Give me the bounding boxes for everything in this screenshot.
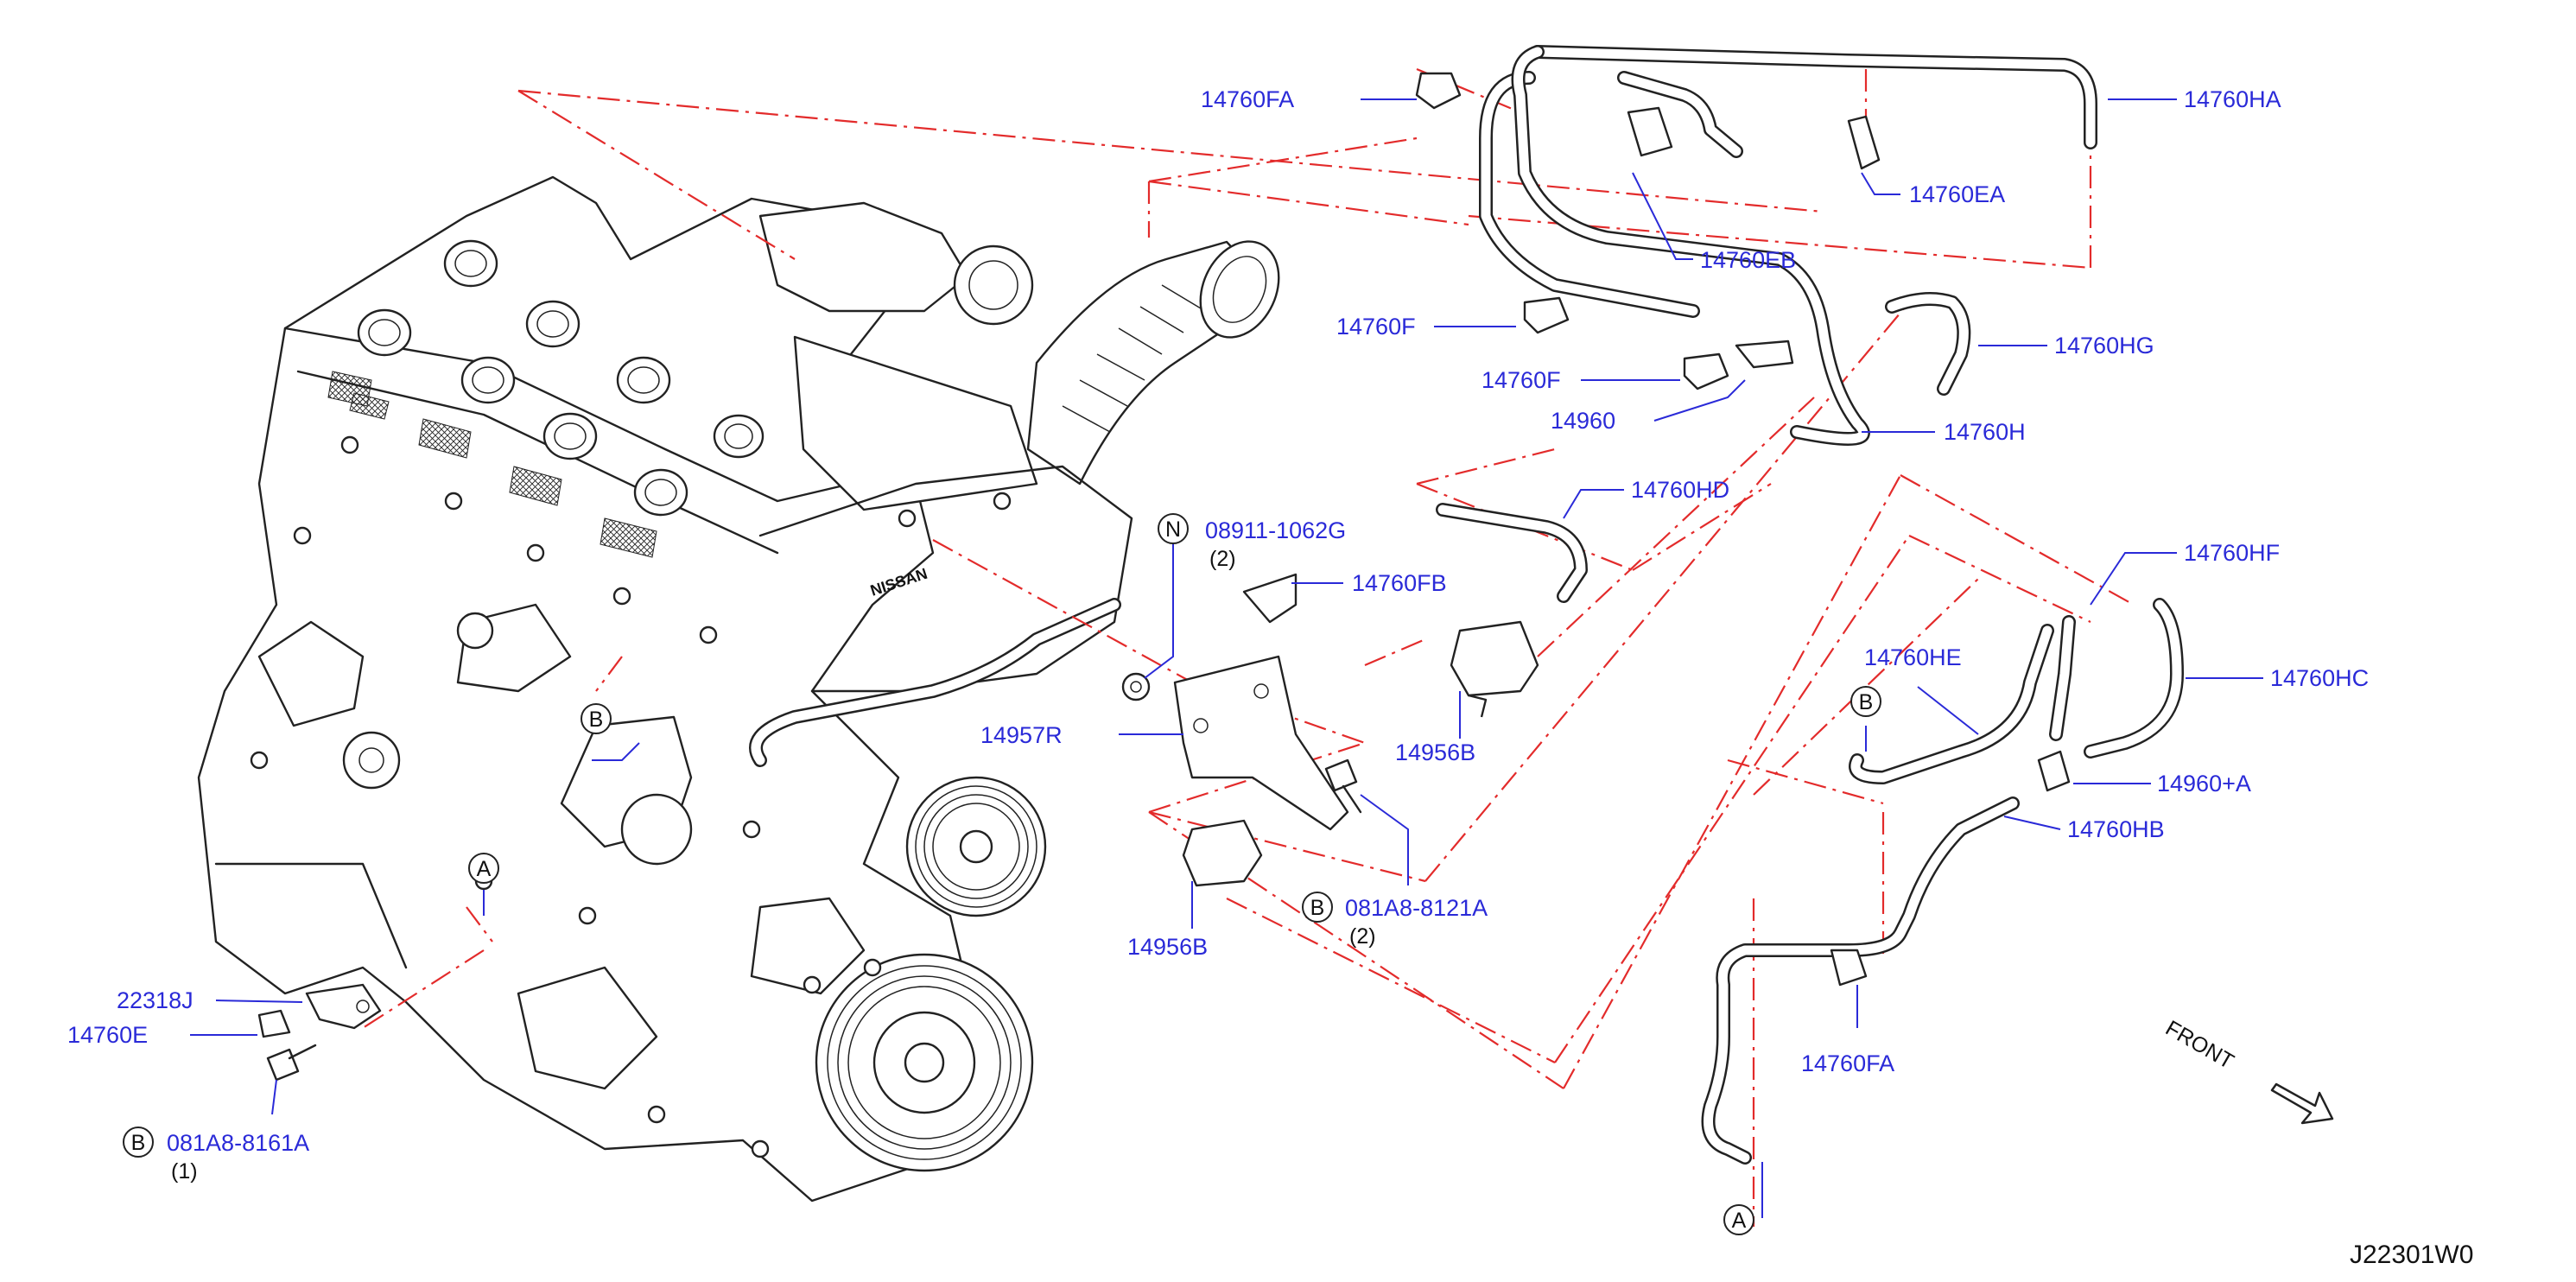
diagram-code: J22301W0 [2350,1241,2473,1269]
label-14760HA: 14760HA [2184,86,2281,112]
engine-assembly-drawing: NISSAN [197,175,1280,1203]
svg-text:B: B [589,708,604,732]
label-14760EB: 14760EB [1700,247,1796,273]
callout-B-hose: B [1850,686,1881,717]
label-14956B-1: 14956B [1395,739,1475,765]
svg-text:B: B [1310,896,1325,920]
crankshaft-pulley [815,953,1034,1172]
label-22318J: 22318J [117,987,194,1013]
label-14760FB: 14760FB [1352,570,1447,596]
label-14960: 14960 [1551,408,1615,434]
callout-A-engine: A [468,853,499,884]
label-14960-plus-A: 14960+A [2157,771,2251,796]
label-14956B-2: 14956B [1127,934,1208,960]
spark-plug-wells [357,239,765,517]
label-14760FA-top: 14760FA [1201,86,1294,112]
svg-text:A: A [1732,1209,1747,1233]
callout-B-engine: B [581,703,612,734]
label-14760HC: 14760HC [2270,665,2369,691]
label-14760FA-bottom: 14760FA [1801,1050,1894,1076]
qty-081A8-8121A: (2) [1349,924,1376,949]
label-14760F-1: 14760F [1336,314,1416,340]
front-arrow-icon [2270,1082,2334,1125]
callout-B-lower: B [123,1127,154,1158]
label-081A8-8121A: 081A8-8121A [1345,895,1488,921]
label-14760HG: 14760HG [2054,333,2154,359]
air-duct-ribs [1062,284,1206,433]
label-14760F-2: 14760F [1482,367,1561,393]
qty-08911-1062G: (2) [1209,547,1236,571]
qty-081A8-8161A: (1) [171,1159,198,1184]
svg-text:N: N [1165,517,1181,542]
svg-text:B: B [1859,690,1874,714]
part-labels: 14760FA 14760HA 14760EA 14760EB 14760F 1… [67,86,2369,1184]
engine-bolts [250,435,1012,1158]
label-08911-1062G: 08911-1062G [1205,517,1346,543]
hose-parts [257,45,2184,1165]
label-14760HB: 14760HB [2067,816,2165,842]
callout-B-bolt: B [1302,892,1333,923]
head-gasket-mesh [327,371,657,558]
label-14760EA: 14760EA [1909,181,2005,207]
callout-N: N [1158,513,1189,544]
label-14760H: 14760H [1944,419,2026,445]
front-direction-indicator: FRONT [2161,1016,2334,1125]
svg-text:B: B [131,1131,146,1155]
label-081A8-8161A: 081A8-8161A [167,1130,309,1156]
label-14760HF: 14760HF [2184,540,2280,566]
callout-markers: N B A B B B A [123,513,1881,1235]
svg-text:A: A [477,857,492,881]
leader-lines [190,98,2263,1218]
label-14957R: 14957R [980,722,1063,748]
label-14760E: 14760E [67,1022,148,1048]
callout-A-hose-end: A [1723,1204,1754,1235]
water-pump-pulley [905,776,1047,917]
front-label: FRONT [2161,1016,2238,1074]
label-14760HE: 14760HE [1864,644,1962,670]
label-14760HD: 14760HD [1631,477,1729,503]
assembly-reference-lines [362,67,2135,1227]
